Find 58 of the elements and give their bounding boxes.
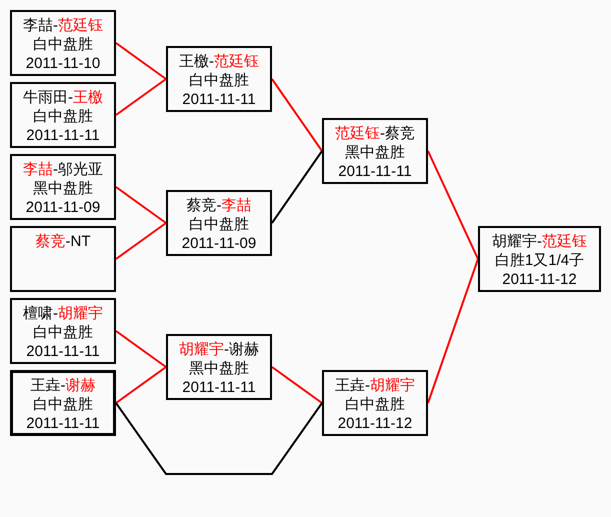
game-result: 白中盘胜: [33, 107, 93, 126]
game-result: 白中盘胜: [33, 323, 93, 342]
match-box: [478, 226, 601, 292]
bracket-line: [115, 366, 167, 404]
match-box: [166, 190, 272, 256]
bracket-line: [115, 222, 167, 260]
bracket-line: [271, 150, 323, 224]
bracket-line: [427, 150, 479, 260]
game-date: 2011-11-12: [502, 270, 577, 289]
game-result: 白中盘胜: [33, 35, 93, 54]
bracket-line: [115, 402, 323, 475]
game-result: 黑中盘胜: [345, 143, 405, 162]
player-names: 王垚-谢赫: [30, 376, 96, 395]
game-date: 2011-11-09: [26, 198, 100, 217]
game-date: 2011-11-11: [26, 342, 100, 361]
player-names: 胡耀宇-范廷钰: [492, 232, 587, 251]
player-names: 檀啸-胡耀宇: [23, 304, 103, 323]
match-box: [166, 334, 272, 400]
game-date: 2011-11-11: [26, 414, 100, 433]
player-names: 王垚-胡耀宇: [335, 376, 415, 395]
player-names: 王檄-范廷钰: [179, 52, 259, 71]
match-box: [10, 82, 116, 148]
bracket-line: [115, 42, 167, 80]
match-box: [10, 10, 116, 76]
game-result: 白中盘胜: [189, 71, 249, 90]
player-names: 蔡竞-NT: [36, 232, 90, 251]
game-date: 2011-11-09: [182, 234, 256, 253]
match-box: [322, 370, 428, 436]
game-date: 2011-11-11: [182, 90, 256, 109]
player-names: 胡耀宇-谢赫: [179, 340, 259, 359]
game-result: 黑中盘胜: [33, 179, 93, 198]
bracket-line: [271, 78, 323, 152]
match-box: [10, 298, 116, 364]
player-names: 李喆-范廷钰: [23, 16, 103, 35]
bracket-line: [115, 330, 167, 368]
match-box: [10, 370, 116, 436]
game-date: 2011-11-10: [26, 54, 100, 73]
game-result: 白中盘胜: [189, 215, 249, 234]
game-result: 白中盘胜: [345, 395, 405, 414]
match-box: [10, 226, 116, 292]
bracket-line: [271, 366, 323, 404]
player-names: 牛雨田-王檄: [23, 88, 103, 107]
game-result: 黑中盘胜: [189, 359, 249, 378]
bracket-line: [115, 186, 167, 224]
player-names: 蔡竞-李喆: [186, 196, 252, 215]
match-box: [166, 46, 272, 112]
match-box: [10, 154, 116, 220]
game-date: 2011-11-12: [338, 414, 412, 433]
bracket-line: [427, 258, 479, 404]
game-result: 白中盘胜: [33, 395, 93, 414]
game-date: 2011-11-11: [182, 378, 256, 397]
player-names: 李喆-邬光亚: [23, 160, 103, 179]
game-result: 白胜1又1/4子: [494, 251, 584, 270]
player-names: 范廷钰-蔡竞: [335, 124, 415, 143]
game-date: 2011-11-11: [338, 162, 412, 181]
match-box: [322, 118, 428, 184]
bracket-line: [115, 78, 167, 116]
game-date: 2011-11-11: [26, 126, 100, 145]
